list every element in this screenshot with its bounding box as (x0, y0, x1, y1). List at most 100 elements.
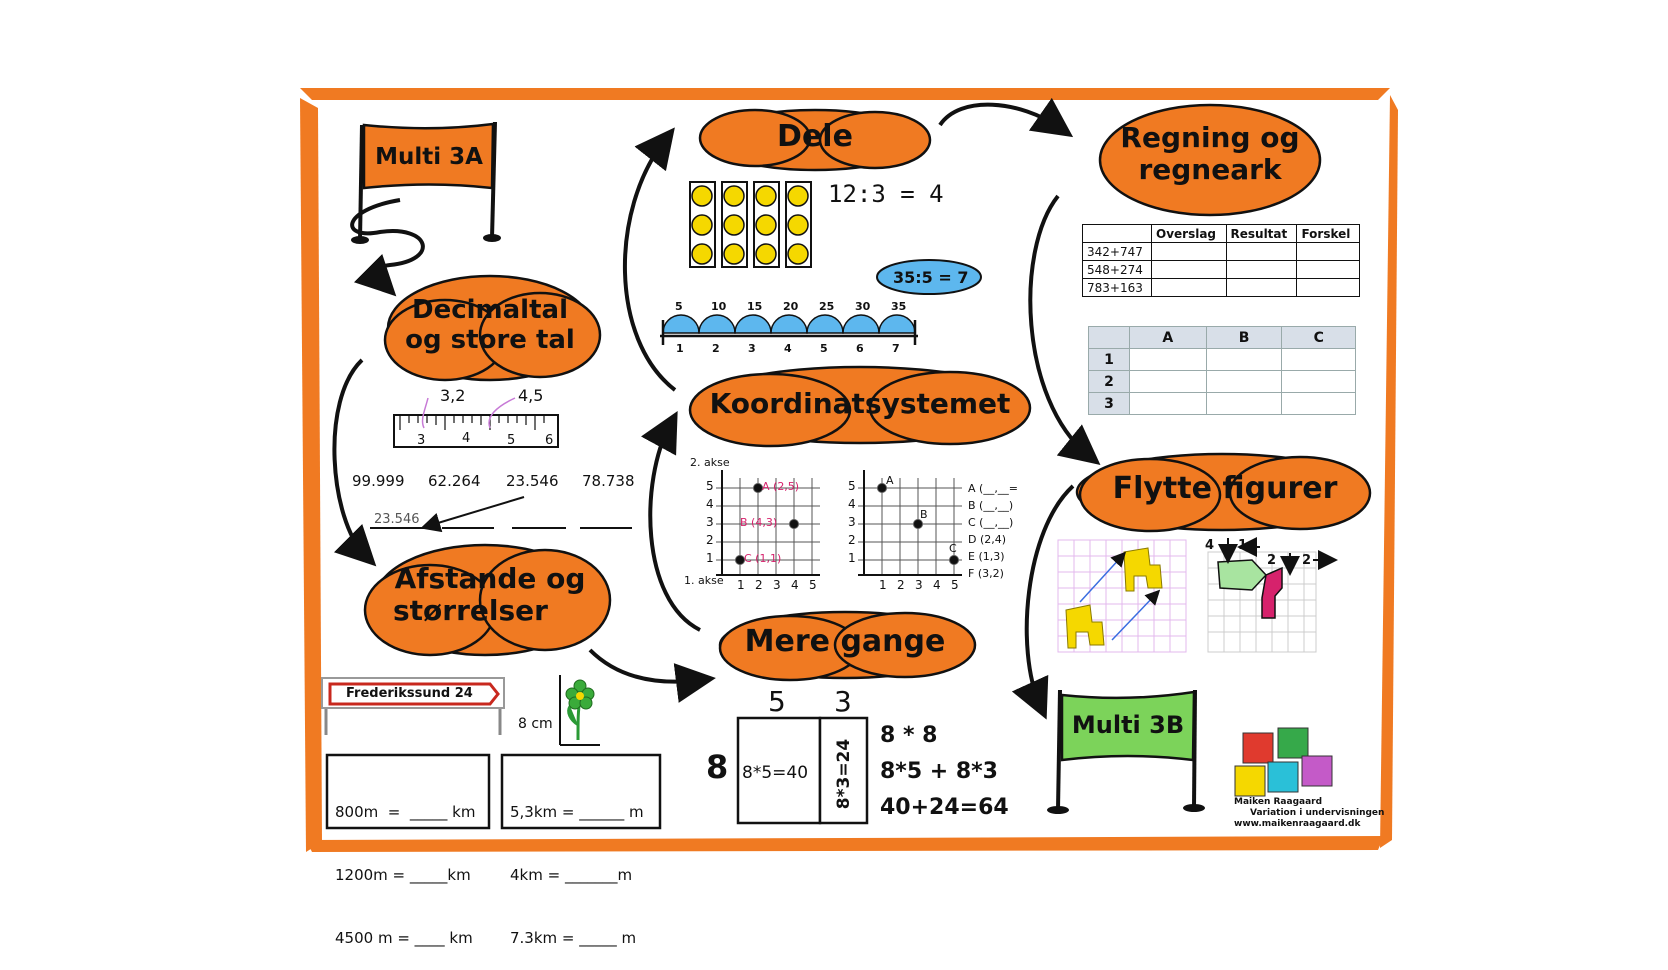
sheet-col-header: A (1129, 326, 1207, 349)
ruler-tick-3: 3 (417, 433, 426, 448)
number-line-bottom-tick: 4 (784, 342, 792, 355)
estimate-table: Overslag Resultat Forskel 342+747 548+27… (1082, 224, 1360, 297)
ruler (393, 397, 559, 448)
decimal-answer: 23.546 (374, 512, 420, 527)
conversion-line: 4500 m = ____ km (335, 929, 473, 947)
coord-list-item: A (__,__= (968, 482, 1019, 495)
x-tick: 2 (755, 578, 763, 592)
x-tick: 4 (791, 578, 799, 592)
number-line-bottom-tick: 5 (820, 342, 828, 355)
ruler-tick-4: 4 (462, 431, 471, 446)
coordinate-list: A (__,__= B (__,__) C (__,__) D (2,4) E … (968, 480, 1018, 582)
cloud-afstande-label: Afstande og størrelser (385, 562, 595, 628)
logo-cubes (1234, 727, 1333, 797)
cloud-decimaltal-line1: Decimaltal (412, 295, 568, 325)
frame-top (300, 88, 1390, 100)
arrow-multi3a-decimal (350, 198, 425, 297)
table-row-label: 783+163 (1082, 278, 1152, 297)
y-tick: 3 (706, 515, 714, 529)
flower-height: 8 cm (518, 716, 553, 732)
point-label-b: B (4,3) (740, 516, 778, 529)
x-tick: 5 (951, 578, 959, 592)
point-label-a: A (2,5) (762, 480, 800, 493)
area-cell-2: 8*3=24 (834, 738, 854, 810)
expansion-line: 8*5 + 8*3 (880, 759, 998, 784)
sheet-row-header: 3 (1088, 392, 1130, 415)
conversion-line: 1200m = _____km (335, 866, 471, 884)
x-tick: 3 (915, 578, 923, 592)
translate-grid-2 (1207, 537, 1338, 653)
x-tick: 4 (933, 578, 941, 592)
x-tick: 3 (773, 578, 781, 592)
right-point-a: A (886, 474, 894, 487)
table-header: Resultat (1225, 224, 1298, 243)
arrow-dele-regning (938, 97, 1074, 138)
number-line-top-tick: 20 (783, 300, 799, 313)
cloud-mere-gange-label: Mere gange (744, 624, 946, 659)
road-sign (321, 677, 505, 735)
cloud-mere-gange (718, 610, 977, 682)
area-cell-1: 8*5=40 (742, 763, 809, 783)
coord-list-item: C (__,__) (968, 516, 1014, 529)
x-tick: 5 (809, 578, 817, 592)
y-axis-label: 2. akse (690, 456, 730, 469)
cloud-regning-line2: regneark (1138, 153, 1282, 187)
table-header (1082, 224, 1152, 243)
y-tick: 5 (706, 479, 714, 493)
area-model (736, 716, 869, 825)
decimal-number-2: 62.264 (428, 472, 481, 490)
ruler-label-b: 4,5 (518, 386, 544, 405)
cloud-dele-label: Dele (777, 119, 853, 154)
frame-right (1380, 95, 1398, 848)
number-line-bottom-tick: 3 (748, 342, 756, 355)
area-left-8: 8 (706, 748, 729, 786)
decimal-number-3: 23.546 (506, 472, 559, 490)
arrow-decimal-afstande (332, 358, 377, 567)
banner-multi-3a-label: Multi 3A (375, 144, 483, 170)
arrow-regning-flytte (1028, 194, 1101, 466)
x-axis-label: 1. akse (684, 574, 724, 587)
y-tick: 2 (706, 533, 714, 547)
expansion-line: 40+24=64 (880, 795, 1009, 820)
cloud-afstande-line1: Afstande og (394, 562, 586, 595)
number-line-top-tick: 25 (819, 300, 835, 313)
expansion-line: 8 * 8 (880, 723, 938, 748)
road-sign-text: Frederikssund 24 (346, 686, 473, 701)
banner-multi-3a (351, 121, 501, 244)
oval-35-5 (876, 259, 982, 295)
number-line-top-tick: 5 (675, 300, 683, 313)
sheet-col-header: B (1205, 326, 1283, 349)
y-tick: 3 (848, 515, 856, 529)
table-header: Forskel (1296, 224, 1360, 243)
cloud-regning-label: Regning og regneark (1110, 121, 1310, 187)
cloud-afstande (363, 543, 612, 657)
conversion-line: 800m = _____ km (335, 803, 476, 821)
cloud-regning-line1: Regning og (1120, 121, 1300, 154)
coord-list-item: E (1,3) (968, 550, 1005, 563)
ruler-tick-5: 5 (507, 433, 516, 448)
arrow-koordinat-dele (623, 127, 677, 392)
move-label-2b: 2 (1302, 553, 1312, 568)
oval-equation: 35:5 = 7 (893, 268, 969, 287)
y-tick: 5 (848, 479, 856, 493)
x-tick: 1 (879, 578, 887, 592)
coord-list-item: F (3,2) (968, 567, 1004, 580)
cloud-dele (698, 108, 932, 172)
cloud-decimaltal-label: Decimaltal og store tal (395, 295, 585, 356)
coord-grid-left (716, 470, 820, 576)
number-line-top-tick: 30 (855, 300, 871, 313)
cloud-regning (1098, 103, 1322, 217)
logo-tagline: Variation i undervisningen (1250, 808, 1385, 818)
number-line-bottom-tick: 1 (676, 342, 684, 355)
move-label-2a: 2 (1267, 553, 1277, 568)
area-top-3: 3 (834, 685, 852, 718)
cloud-afstande-line2: størrelser (393, 594, 548, 628)
arrow-afstande-gange (588, 648, 716, 703)
sheet-row-header: 1 (1088, 348, 1130, 371)
y-tick: 2 (848, 533, 856, 547)
decimal-number-1: 99.999 (352, 472, 405, 490)
cloud-decimaltal-line2: og store tal (405, 324, 575, 355)
frame-left (300, 98, 322, 852)
x-tick: 1 (737, 578, 745, 592)
logo-name: Maiken Raagaard (1234, 797, 1323, 807)
